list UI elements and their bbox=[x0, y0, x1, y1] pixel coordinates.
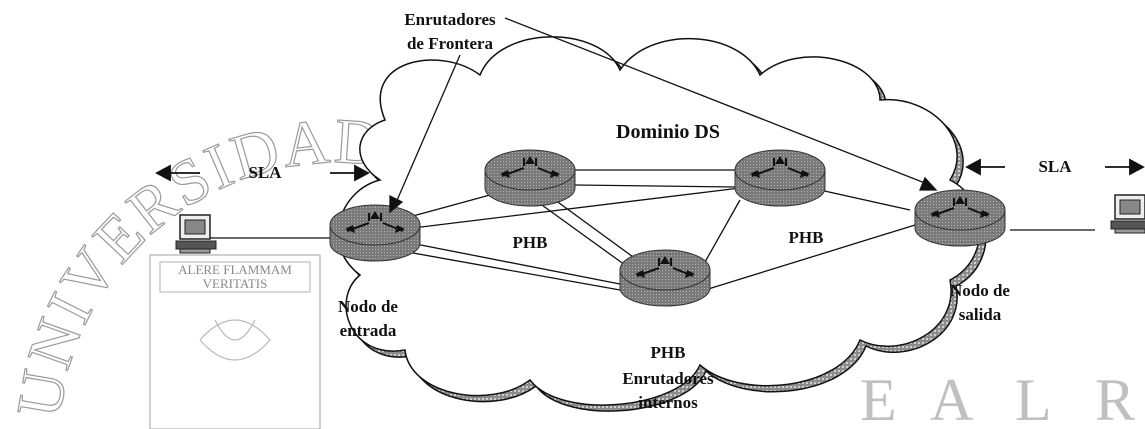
sla-arrows bbox=[155, 158, 1145, 182]
watermark-motto-line2: VERITATIS bbox=[203, 276, 268, 291]
border-routers-label-line2: de Frontera bbox=[407, 34, 494, 53]
domain-label: Dominio DS bbox=[616, 121, 720, 143]
diagram-labels: Enrutadores de Frontera Dominio DS SLA S… bbox=[248, 10, 1072, 412]
watermark-motto-line1: ALERE FLAMMAM bbox=[178, 262, 292, 277]
network-links bbox=[200, 169, 1095, 291]
router-entry bbox=[329, 204, 421, 262]
phb-center-label: PHB bbox=[651, 343, 686, 362]
router-phb-center bbox=[619, 249, 711, 307]
sla-right-label: SLA bbox=[1038, 157, 1072, 176]
router-phb-right bbox=[734, 149, 826, 207]
border-routers-label-line1: Enrutadores bbox=[404, 10, 496, 29]
svg-text:L: L bbox=[1015, 367, 1052, 429]
sla-left-label: SLA bbox=[248, 163, 282, 182]
ds-domain-cloud bbox=[337, 36, 987, 412]
exit-node-label-line1: Nodo de bbox=[950, 281, 1010, 300]
svg-text:E: E bbox=[860, 367, 897, 429]
internal-routers-label-line2: internos bbox=[638, 393, 698, 412]
phb-right-label: PHB bbox=[789, 228, 824, 247]
svg-text:A: A bbox=[930, 367, 973, 429]
phb-left-label: PHB bbox=[513, 233, 548, 252]
entry-node-label-line2: entrada bbox=[340, 321, 397, 340]
host-left-icon bbox=[175, 214, 217, 254]
entry-node-label-line1: Nodo de bbox=[338, 297, 398, 316]
svg-text:R: R bbox=[1095, 367, 1135, 429]
border-router-pointers bbox=[389, 17, 938, 214]
router-phb-left bbox=[484, 149, 576, 207]
exit-node-label-line2: salida bbox=[959, 305, 1002, 324]
router-exit bbox=[914, 189, 1006, 247]
host-right-icon bbox=[1110, 194, 1145, 234]
internal-routers-label-line1: Enrutadores bbox=[622, 369, 714, 388]
